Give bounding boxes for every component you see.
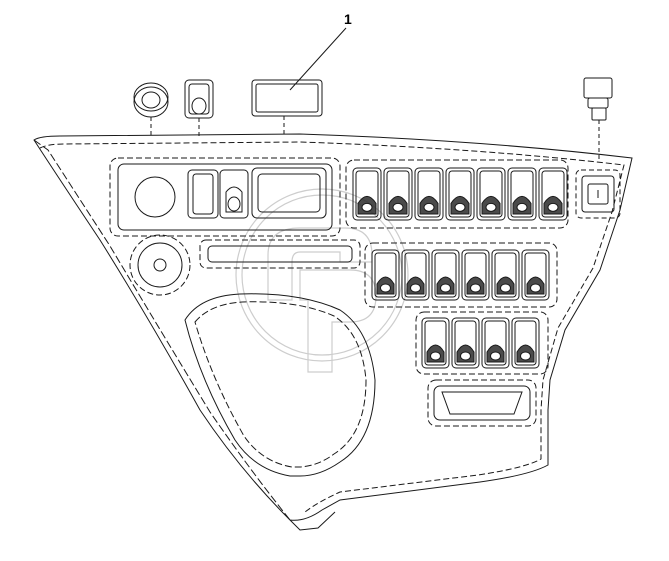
exploded-connector [583, 77, 613, 160]
callout-1-label: 1 [344, 11, 352, 27]
rocker-switch [476, 167, 506, 221]
switch-row-top [345, 159, 569, 229]
left-cluster-frame [109, 157, 341, 237]
exploded-display-module [251, 79, 323, 134]
rocker-switch [421, 317, 450, 369]
right-switch [575, 169, 621, 219]
panel-body [33, 133, 633, 531]
rocker-switch [371, 249, 400, 301]
rocker-switch [414, 167, 444, 221]
slot-recess [199, 239, 361, 269]
rocker-switch [445, 167, 475, 221]
rotary-knob [129, 234, 191, 296]
rocker-switch [538, 167, 568, 221]
storage-tray [427, 379, 537, 427]
switch-row-bottom [415, 311, 549, 375]
rocker-switch [521, 249, 550, 301]
rocker-switch [451, 317, 480, 369]
panel-cutout [184, 293, 376, 477]
rocker-switch [352, 167, 382, 221]
rocker-switch [383, 167, 413, 221]
exploded-round-knob [133, 82, 169, 136]
callout-1: 1 [289, 11, 352, 91]
rocker-switch [511, 317, 540, 369]
rocker-switch [431, 249, 460, 301]
rocker-switch [507, 167, 537, 221]
switch-row-middle [364, 242, 558, 308]
rocker-switch [461, 249, 490, 301]
rocker-switch [401, 249, 430, 301]
rocker-switch [481, 317, 510, 369]
exploded-small-switch [184, 79, 214, 136]
rocker-switch [491, 249, 520, 301]
